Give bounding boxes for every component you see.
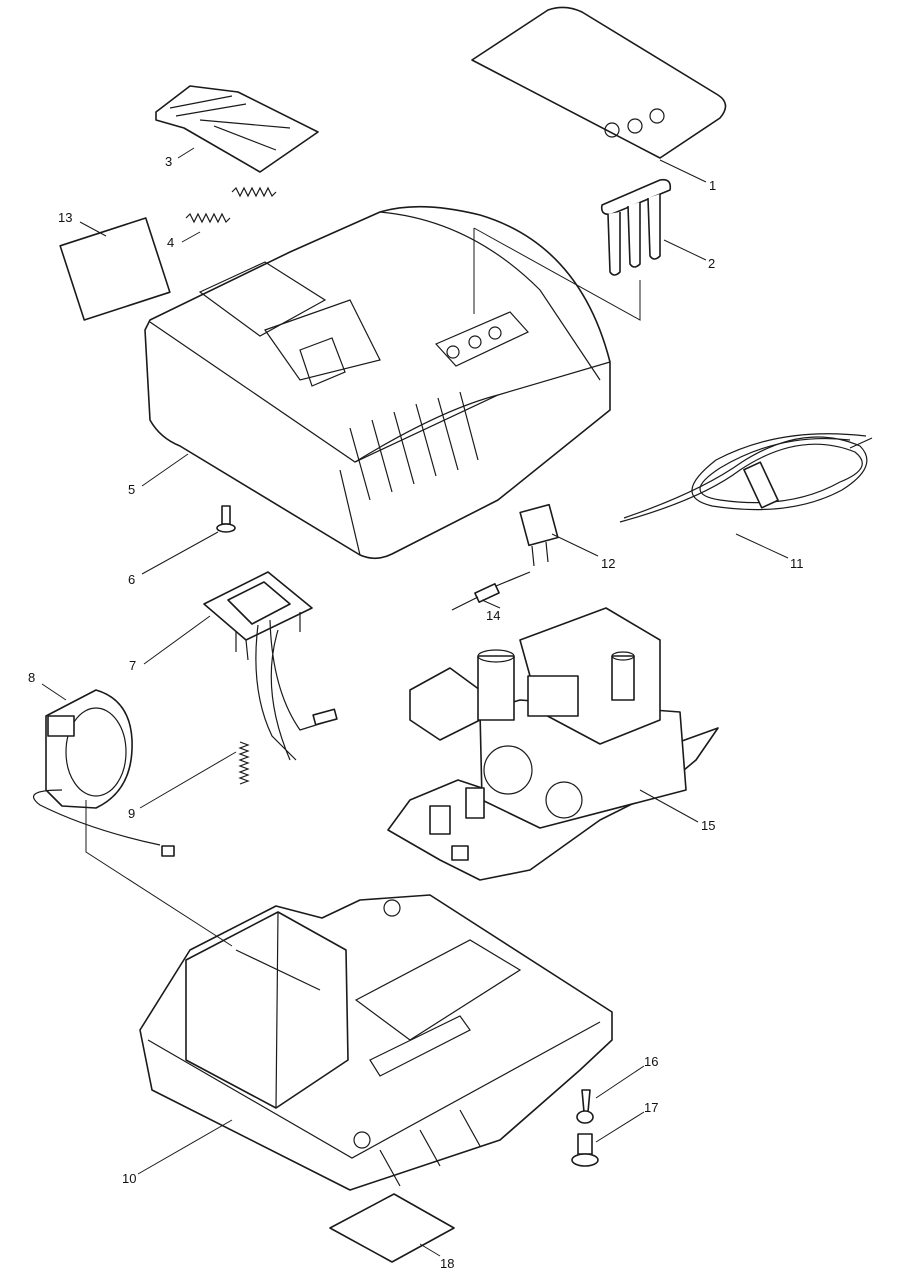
callout-leaders (41, 147, 789, 1257)
part-15-circuit-board (387, 607, 719, 881)
part-12-relay (519, 503, 559, 567)
part-number-14: 14 (486, 608, 500, 623)
part-number-15: 15 (701, 818, 715, 833)
part-18-label (329, 1193, 455, 1263)
part-number-6: 6 (128, 572, 135, 587)
part-2-led-lens (600, 178, 672, 276)
part-number-2: 2 (708, 256, 715, 271)
part-number-13: 13 (58, 210, 72, 225)
part-10-lower-housing (139, 894, 613, 1191)
part-number-5: 5 (128, 482, 135, 497)
part-number-16: 16 (644, 1054, 658, 1069)
part-number-18: 18 (440, 1256, 454, 1271)
part-3-terminal-cover (155, 85, 319, 173)
part-6-screw (216, 505, 236, 533)
part-number-12: 12 (601, 556, 615, 571)
part-number-7: 7 (129, 658, 136, 673)
part-8-fan (33, 689, 175, 857)
part-number-9: 9 (128, 806, 135, 821)
part-7-terminal-block (203, 571, 338, 761)
part-number-3: 3 (165, 154, 172, 169)
part-4-springs (185, 186, 277, 224)
part-number-17: 17 (644, 1100, 658, 1115)
part-14-fuse (451, 571, 531, 611)
part-number-4: 4 (167, 235, 174, 250)
part-1-label-sheet (471, 6, 727, 159)
part-9-spring (238, 741, 250, 785)
part-number-10: 10 (122, 1171, 136, 1186)
part-5-upper-housing (144, 205, 611, 560)
part-number-8: 8 (28, 670, 35, 685)
part-number-1: 1 (709, 178, 716, 193)
assembly-lines (85, 227, 641, 947)
part-16-screw (576, 1089, 594, 1124)
part-13-label-card (59, 217, 171, 321)
part-number-labels: 1 2 3 4 5 6 7 8 9 10 11 12 13 14 15 16 1… (28, 154, 804, 1271)
part-11-power-cord (619, 433, 873, 523)
part-number-11: 11 (790, 556, 804, 571)
part-17-rubber-foot (571, 1133, 599, 1167)
